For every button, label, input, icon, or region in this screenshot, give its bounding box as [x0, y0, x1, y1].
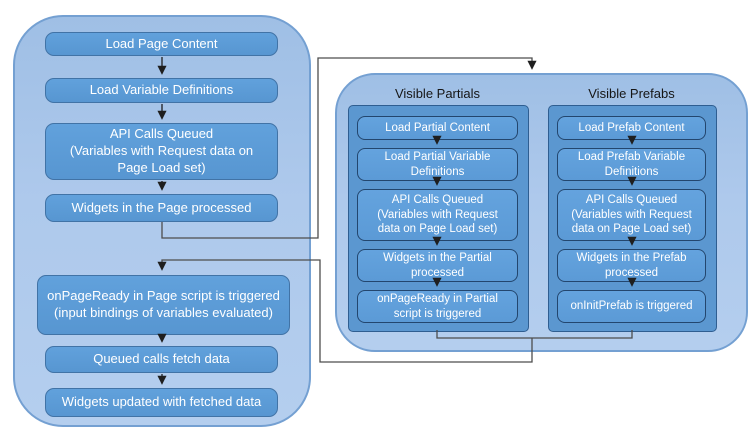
box-api-calls-queued-page: API Calls Queued (Variables with Request… [45, 123, 278, 180]
box-load-partial-content: Load Partial Content [357, 116, 518, 140]
box-widgets-partial-processed: Widgets in the Partial processed [357, 249, 518, 282]
box-load-page-content: Load Page Content [45, 32, 278, 56]
box-load-partial-variable-definitions: Load Partial Variable Definitions [357, 148, 518, 181]
visible-partials-title: Visible Partials [394, 86, 481, 101]
box-queued-calls-fetch-data: Queued calls fetch data [45, 346, 278, 373]
box-load-prefab-content: Load Prefab Content [557, 116, 706, 140]
visible-prefabs-title: Visible Prefabs [588, 86, 675, 101]
box-widgets-prefab-processed: Widgets in the Prefab processed [557, 249, 706, 282]
box-api-calls-queued-prefab: API Calls Queued (Variables with Request… [557, 189, 706, 241]
box-widgets-updated-fetched-data: Widgets updated with fetched data [45, 388, 278, 417]
box-api-calls-queued-partial: API Calls Queued (Variables with Request… [357, 189, 518, 241]
box-load-variable-definitions: Load Variable Definitions [45, 78, 278, 103]
box-oninitprefab: onInitPrefab is triggered [557, 290, 706, 323]
box-onpageready-page: onPageReady in Page script is triggered … [37, 275, 290, 335]
box-load-prefab-variable-definitions: Load Prefab Variable Definitions [557, 148, 706, 181]
box-onpageready-partial: onPageReady in Partial script is trigger… [357, 290, 518, 323]
box-widgets-page-processed: Widgets in the Page processed [45, 194, 278, 222]
